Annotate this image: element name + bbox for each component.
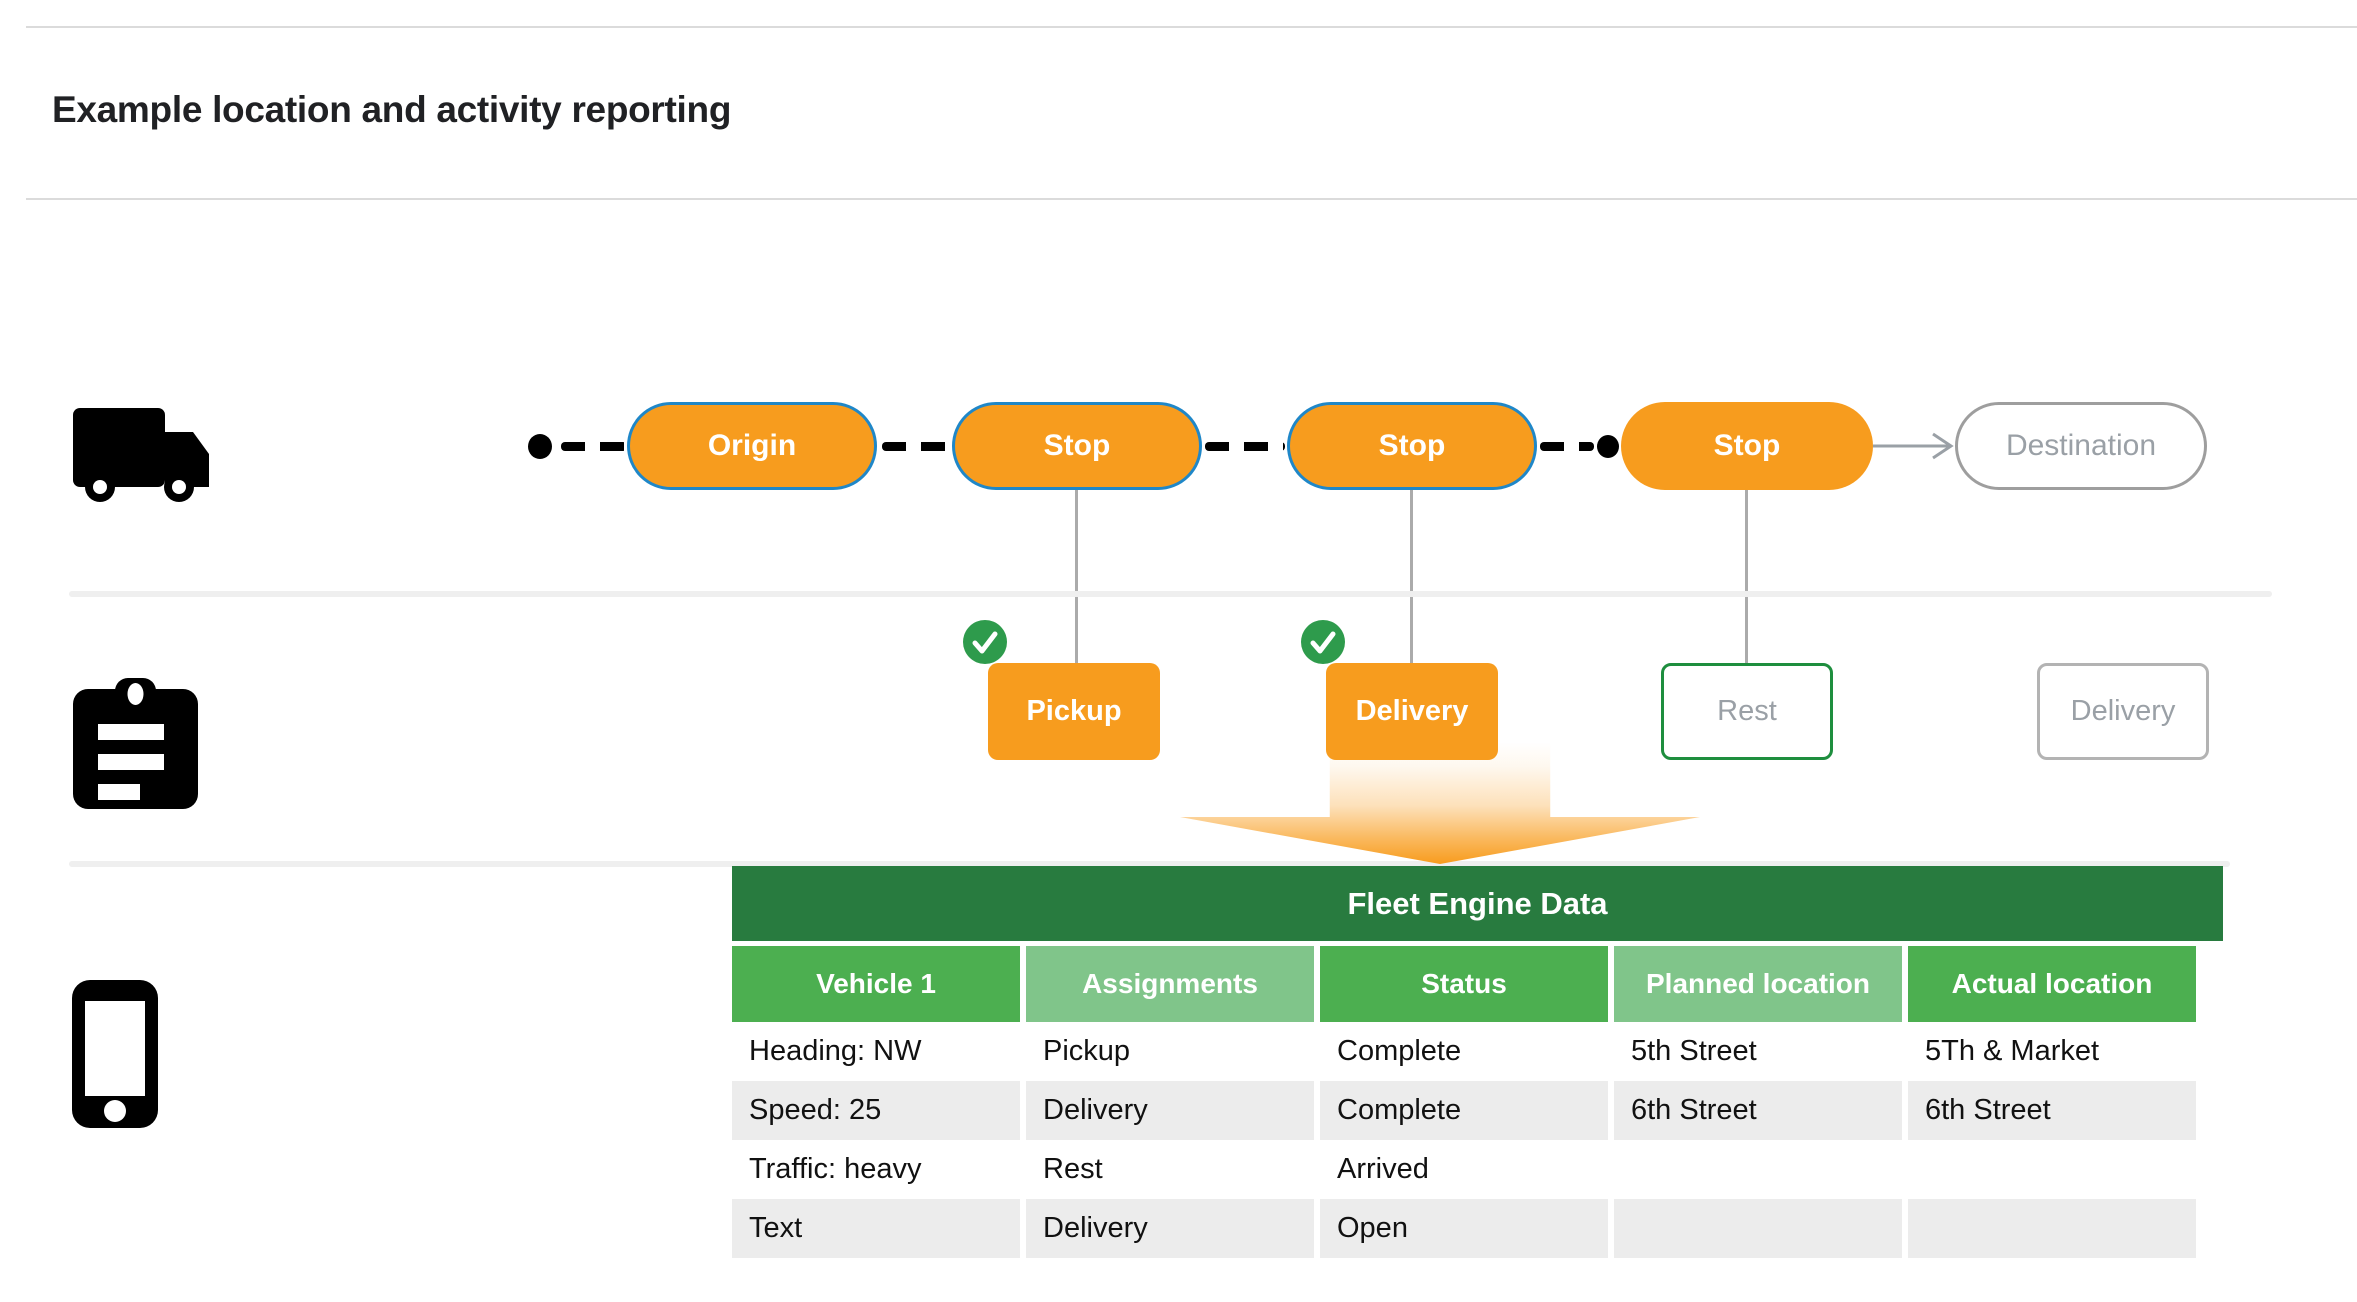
vehicle-position-dot [1597, 435, 1619, 458]
connector-line [1745, 490, 1748, 663]
journey-stop-origin: Origin [627, 402, 877, 490]
destination-arrow-icon [1873, 430, 1955, 462]
clipboard-icon [73, 678, 198, 809]
table-title: Fleet Engine Data [732, 866, 2223, 941]
page-title: Example location and activity reporting [52, 88, 732, 130]
activity-label: Pickup [1026, 695, 1122, 727]
route-dashed-segment [882, 442, 950, 451]
activity-label: Delivery [1355, 695, 1469, 727]
check-icon [963, 620, 1007, 664]
table-cell: Delivery [1026, 1199, 1314, 1258]
stop-label: Origin [707, 429, 797, 462]
column-header-actual-location: Actual location [1908, 946, 2196, 1022]
table-cell: 5th Street [1631, 1035, 1757, 1067]
table-cell: Text [732, 1199, 1020, 1258]
table-cell [1614, 1140, 1902, 1199]
table-cell [1908, 1199, 2196, 1258]
table-cell: Rest [1043, 1153, 1103, 1185]
table-cell: Open [1320, 1199, 1608, 1258]
data-flow-arrow [1180, 742, 1700, 864]
truck-icon [73, 408, 223, 505]
route-start-dot [528, 434, 552, 459]
table-cell: Speed: 25 [732, 1081, 1020, 1140]
route-dashed-segment [1540, 442, 1594, 451]
journey-stop-2: Stop [1287, 402, 1537, 490]
journey-stop-1: Stop [952, 402, 1202, 490]
table-cell [1614, 1199, 1902, 1258]
fleet-engine-table: Fleet Engine Data Vehicle 1 Assignments … [732, 866, 2223, 1258]
activity-label: Delivery [2070, 695, 2176, 727]
column-header-assignments: Assignments [1026, 946, 1314, 1022]
table-grid: Vehicle 1 Assignments Status Planned loc… [732, 946, 2223, 1258]
table-cell: Complete [1337, 1035, 1462, 1067]
connector-line [1410, 490, 1413, 663]
column-header-status: Status [1320, 946, 1608, 1022]
route-dashed-segment [561, 442, 627, 451]
table-cell: Arrived [1337, 1153, 1429, 1185]
journey-stop-3: Stop [1621, 402, 1873, 490]
column-header-vehicle: Vehicle 1 [732, 946, 1020, 1022]
stop-label: Stop [1378, 429, 1446, 462]
table-cell [1908, 1140, 2196, 1199]
table-cell: Delivery [1026, 1081, 1314, 1140]
stop-label: Stop [1713, 429, 1781, 462]
route-dashed-segment [1205, 442, 1285, 451]
table-cell: 6th Street [1614, 1081, 1902, 1140]
table-cell: 6th Street [1908, 1081, 2196, 1140]
top-border-line [26, 26, 2357, 28]
check-icon [1301, 620, 1345, 664]
section-divider [69, 861, 2230, 867]
column-header-planned-location: Planned location [1614, 946, 1902, 1022]
section-divider [69, 591, 2272, 597]
stop-label: Destination [2005, 429, 2157, 462]
table-cell: 5Th & Market [1925, 1035, 2100, 1067]
activity-future-delivery: Delivery [2037, 663, 2209, 760]
phone-icon [72, 980, 158, 1128]
table-cell: Complete [1320, 1081, 1608, 1140]
table-cell: Traffic: heavy [749, 1153, 922, 1185]
activity-rest: Rest [1661, 663, 1833, 760]
title-underline [26, 198, 2357, 200]
journey-stop-destination: Destination [1955, 402, 2207, 490]
connector-line [1075, 490, 1078, 663]
activity-pickup: Pickup [988, 663, 1160, 760]
stop-label: Stop [1043, 429, 1111, 462]
table-cell: Pickup [1043, 1035, 1131, 1067]
activity-label: Rest [1717, 695, 1777, 727]
table-cell: Heading: NW [749, 1035, 922, 1067]
activity-delivery: Delivery [1326, 663, 1498, 760]
